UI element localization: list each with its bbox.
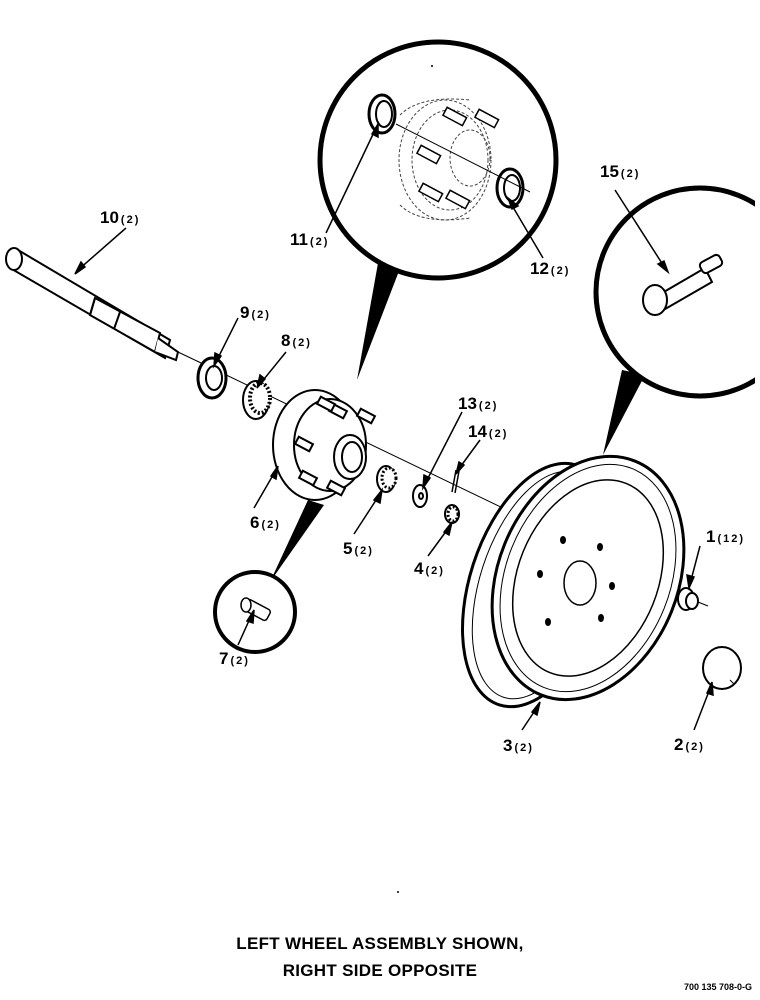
part-label-3: 3(2) <box>503 736 534 755</box>
part-label-13: 13(2) <box>458 394 498 413</box>
part-label-15: 15(2) <box>600 162 640 181</box>
wheel-rim-icon <box>461 454 686 709</box>
hub-cap-icon <box>702 646 742 690</box>
castle-nut-icon <box>444 504 460 524</box>
hub-detail-callout <box>317 39 559 380</box>
grease-seal-icon <box>196 356 228 400</box>
part-label-9: 9(2) <box>240 303 271 322</box>
washer-icon <box>412 484 428 508</box>
spindle-icon <box>5 247 221 373</box>
valve-stem-detail-callout <box>593 180 760 455</box>
lug-nut-icon <box>677 587 709 611</box>
wheel-stud-icon <box>240 597 271 622</box>
part-label-7: 7(2) <box>219 649 250 668</box>
caption-line-1: LEFT WHEEL ASSEMBLY SHOWN, <box>236 934 524 953</box>
stud-detail-callout <box>213 500 324 654</box>
part-label-11: 11(2) <box>290 230 329 249</box>
hub-icon <box>272 389 377 501</box>
part-label-2: 2(2) <box>674 735 705 754</box>
leader-arrows <box>74 121 714 731</box>
part-labels: 1(12) 2(2) 3(2) 4(2) 5(2) 6(2) 7(2) 8(2)… <box>100 162 745 755</box>
caption-line-2: RIGHT SIDE OPPOSITE <box>282 961 478 980</box>
part-label-8: 8(2) <box>281 331 312 350</box>
part-label-14: 14(2) <box>468 422 508 441</box>
bearing-cup-icon <box>367 93 397 135</box>
part-label-5: 5(2) <box>343 539 374 558</box>
valve-stem-icon <box>642 253 724 316</box>
inner-bearing-icon <box>242 380 272 420</box>
outer-bearing-icon <box>376 465 398 493</box>
part-label-12: 12(2) <box>530 259 570 278</box>
part-label-10: 10(2) <box>100 208 140 227</box>
part-label-4: 4(2) <box>414 559 445 578</box>
part-label-1: 1(12) <box>706 527 745 546</box>
figure-number: 700 135 708-0-G <box>683 982 752 992</box>
part-label-6: 6(2) <box>250 513 281 532</box>
